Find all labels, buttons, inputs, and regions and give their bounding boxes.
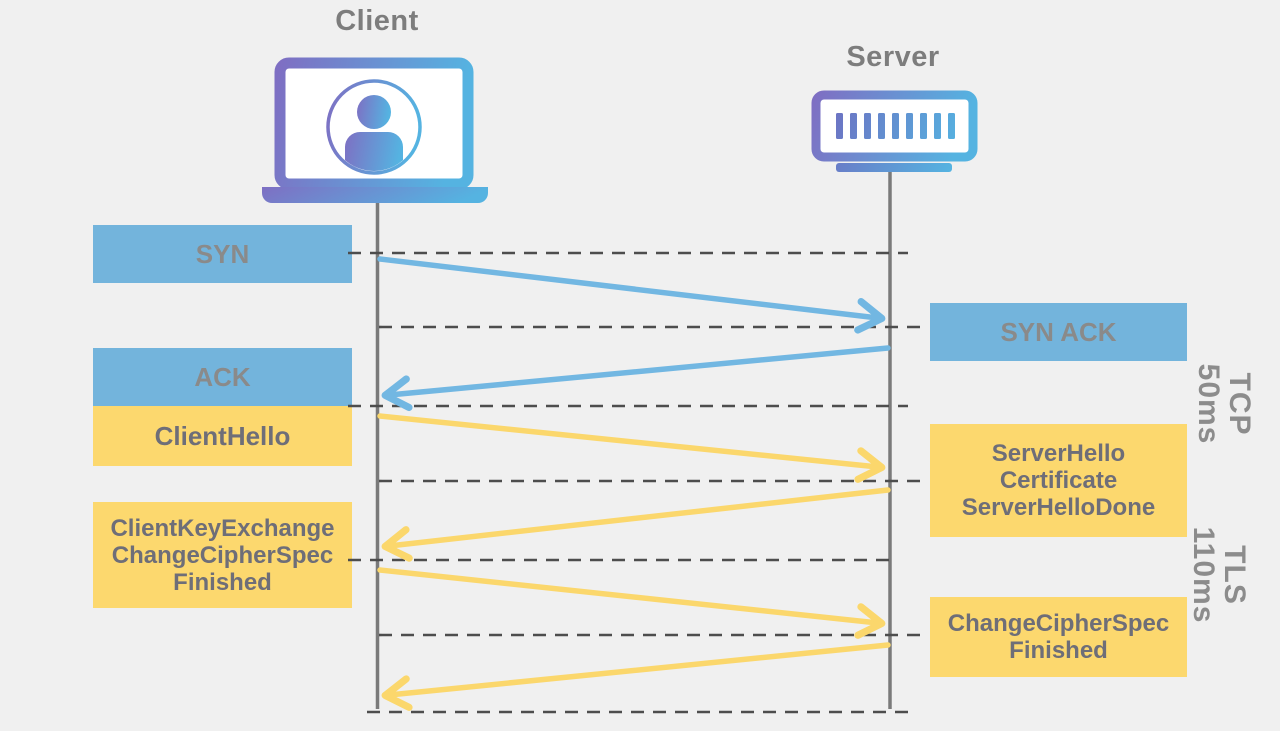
syn-ack-message-box: SYN ACK	[930, 303, 1187, 361]
client-key-exchange-arrow	[377, 567, 886, 639]
client-key-exchange-message-box: ClientKeyExchange ChangeCipherSpec Finis…	[93, 502, 352, 608]
syn-ack-arrow	[381, 345, 891, 412]
change-cipher-spec-message-box: ChangeCipherSpec Finished	[930, 597, 1187, 677]
server-hello-message-box: ServerHello Certificate ServerHelloDone	[930, 424, 1187, 537]
syn-message-box: SYN	[93, 225, 352, 283]
client-hello-arrow	[377, 413, 886, 483]
tcp-phase-timing-label: TCP 50ms	[1192, 363, 1256, 445]
server-rack-icon	[811, 90, 978, 172]
server-hello-arrow	[381, 487, 891, 562]
ack-message-box: ACK	[93, 348, 352, 406]
client-laptop-icon	[262, 57, 488, 203]
syn-arrow	[377, 256, 886, 334]
tls-phase-timing-label: TLS 110ms	[1187, 526, 1251, 624]
server-actor-title: Server	[846, 41, 940, 73]
client-actor-title: Client	[335, 5, 419, 37]
user-avatar-icon	[326, 79, 422, 175]
dashed-timeline-lines	[348, 251, 928, 714]
client-hello-message-box: ClientHello	[93, 406, 352, 466]
change-cipher-spec-arrow	[381, 642, 891, 711]
